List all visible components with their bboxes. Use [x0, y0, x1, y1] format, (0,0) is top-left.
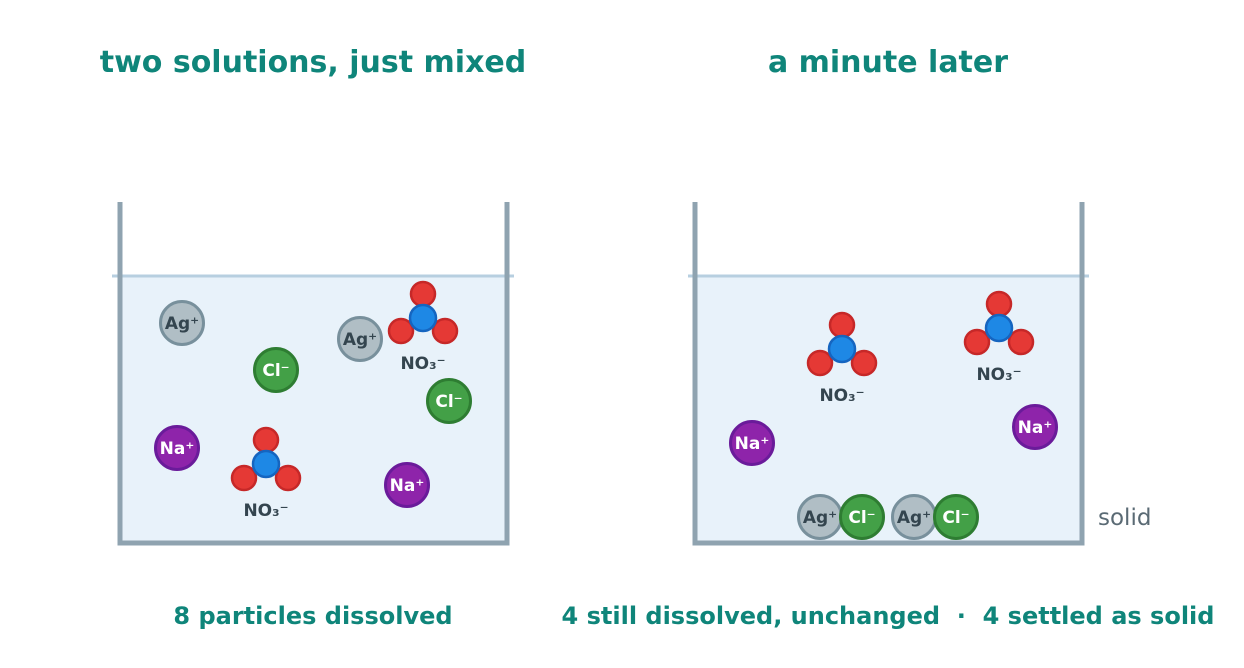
nitrate-ion: NO₃⁻	[387, 280, 459, 374]
after-beaker	[688, 202, 1089, 546]
oxygen-atom	[252, 426, 280, 454]
ion-label: Ag⁺	[343, 330, 377, 350]
after-panel-title: a minute later	[768, 45, 1008, 80]
oxygen-atom	[985, 290, 1013, 318]
solid-label: solid	[1098, 505, 1151, 531]
before-beaker-wall	[117, 202, 510, 546]
sodium-ion: Na⁺	[154, 425, 200, 471]
silver-ion: Ag⁺	[797, 494, 843, 540]
oxygen-atom	[387, 317, 415, 345]
nitrate-label: NO₃⁻	[819, 386, 864, 406]
after-beaker-wall	[692, 202, 1085, 546]
ion-label: Ag⁺	[165, 314, 199, 334]
ion-label: Na⁺	[160, 439, 195, 459]
before-beaker	[112, 202, 514, 546]
oxygen-atom	[806, 349, 834, 377]
silver-ion: Ag⁺	[159, 300, 205, 346]
ion-label: Ag⁺	[897, 508, 931, 528]
nitrogen-atom	[251, 449, 281, 479]
oxygen-atom	[828, 311, 856, 339]
nitrate-label: NO₃⁻	[243, 501, 288, 521]
sodium-ion: Na⁺	[384, 462, 430, 508]
chloride-ion: Cl⁻	[253, 347, 299, 393]
sodium-ion: Na⁺	[729, 420, 775, 466]
ion-label: Na⁺	[390, 476, 425, 496]
silver-ion: Ag⁺	[337, 316, 383, 362]
after-caption: 4 still dissolved, unchanged · 4 settled…	[562, 602, 1215, 630]
nitrogen-atom	[827, 334, 857, 364]
before-caption: 8 particles dissolved	[173, 602, 452, 630]
ion-label: Cl⁻	[848, 508, 875, 528]
oxygen-atom	[1007, 328, 1035, 356]
oxygen-atom	[431, 317, 459, 345]
silver-ion: Ag⁺	[891, 494, 937, 540]
after-solution	[695, 276, 1082, 543]
ion-label: Ag⁺	[803, 508, 837, 528]
oxygen-atom	[409, 280, 437, 308]
ion-label: Na⁺	[735, 434, 770, 454]
before-panel-title: two solutions, just mixed	[100, 45, 527, 80]
oxygen-atom	[963, 328, 991, 356]
ion-label: Cl⁻	[262, 361, 289, 381]
nitrate-ion: NO₃⁻	[806, 311, 878, 406]
ion-label: Cl⁻	[942, 508, 969, 528]
oxygen-atom	[850, 349, 878, 377]
nitrate-label: NO₃⁻	[976, 365, 1021, 385]
nitrate-label: NO₃⁻	[400, 354, 445, 374]
chloride-ion: Cl⁻	[426, 378, 472, 424]
nitrate-ion: NO₃⁻	[963, 290, 1035, 385]
chloride-ion: Cl⁻	[839, 494, 885, 540]
chloride-ion: Cl⁻	[933, 494, 979, 540]
ion-label: Cl⁻	[435, 392, 462, 412]
ion-label: Na⁺	[1018, 418, 1053, 438]
solid-precipitate: Ag⁺ Cl⁻ Ag⁺ Cl⁻	[797, 494, 979, 540]
oxygen-atom	[274, 464, 302, 492]
nitrogen-atom	[408, 303, 438, 333]
nitrate-ion: NO₃⁻	[230, 426, 302, 521]
nitrogen-atom	[984, 313, 1014, 343]
sodium-ion: Na⁺	[1012, 404, 1058, 450]
oxygen-atom	[230, 464, 258, 492]
